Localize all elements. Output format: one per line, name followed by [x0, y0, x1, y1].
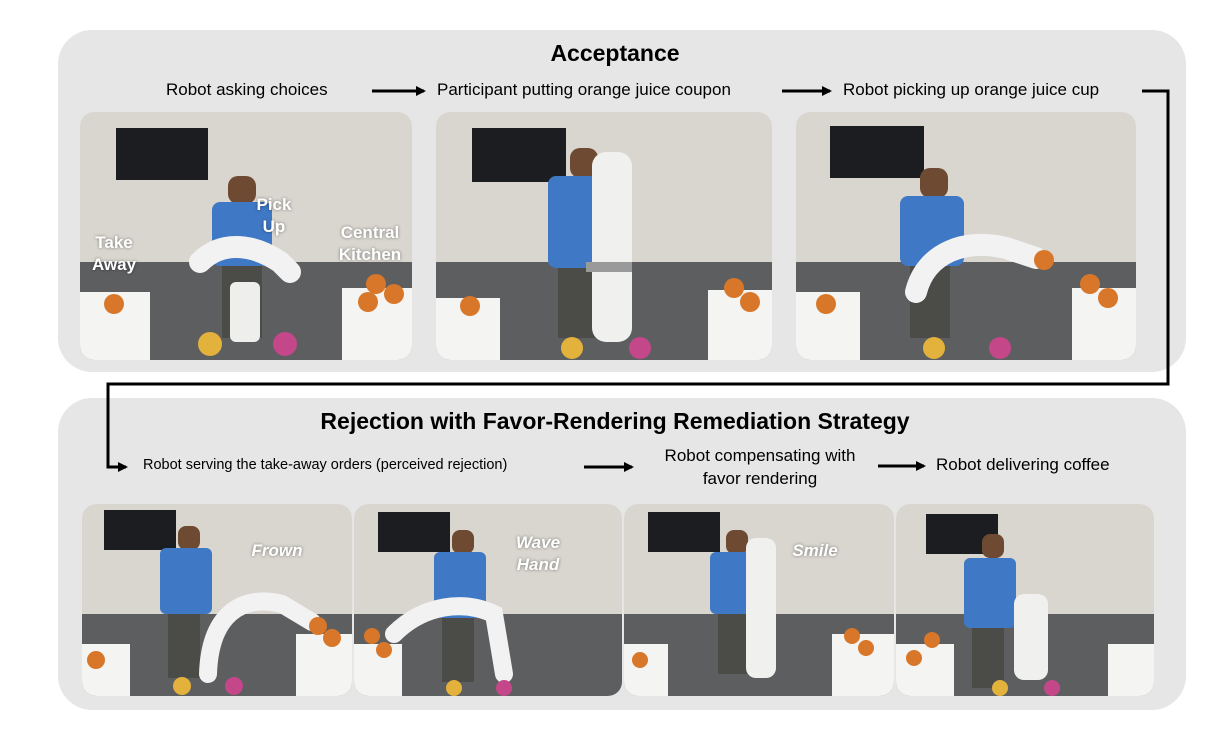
rejection-title: Rejection with Favor-Rendering Remediati…	[320, 408, 910, 434]
step-serving-takeaway: Robot serving the take-away orders (perc…	[143, 457, 508, 473]
step-robot-picking-cup: Robot picking up orange juice cup	[843, 80, 1100, 99]
photo-wave-hand	[354, 504, 622, 696]
step-compensating-text: Robot compensating with favor rendering	[664, 446, 856, 488]
photo-delivering-coffee	[896, 504, 1154, 696]
acceptance-title: Acceptance	[550, 40, 680, 66]
step-robot-asking-choices: Robot asking choices	[166, 80, 328, 99]
photo-smile	[624, 504, 894, 696]
label-frown: Frown	[251, 541, 303, 560]
step-compensating: Robot compensating with favor rendering	[640, 444, 880, 490]
label-wave-hand: Wave Hand	[504, 532, 572, 576]
step-participant-coupon: Participant putting orange juice coupon	[437, 80, 731, 99]
photo-frown	[82, 504, 352, 696]
label-take-away-text: Take Away	[91, 233, 137, 274]
step-delivering-coffee: Robot delivering coffee	[936, 455, 1110, 474]
photo-participant-coupon	[436, 112, 772, 360]
label-smile: Smile	[792, 541, 838, 560]
photo-robot-asking-choices	[80, 112, 412, 360]
label-central-kitchen-text: Central Kitchen	[338, 223, 402, 264]
label-pick-up: Pick Up	[246, 194, 302, 238]
label-wave-hand-text: Wave Hand	[515, 533, 561, 574]
label-pick-up-text: Pick Up	[256, 195, 292, 236]
photo-robot-picking-cup	[796, 112, 1136, 360]
label-central-kitchen: Central Kitchen	[330, 222, 410, 266]
label-take-away: Take Away	[84, 232, 144, 276]
